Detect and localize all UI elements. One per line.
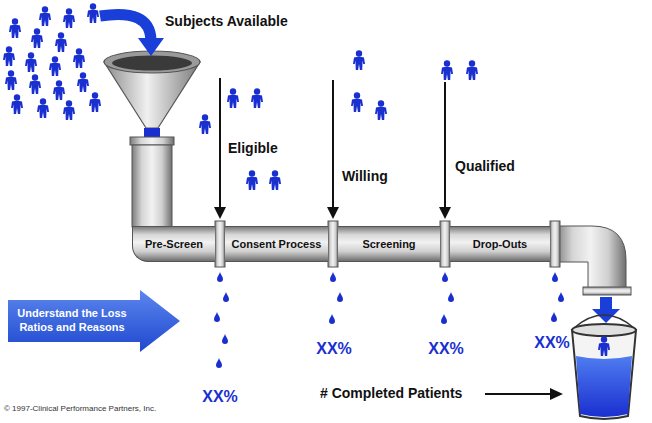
pipe-segment: Screening <box>338 226 440 262</box>
segment-label: Screening <box>362 238 415 250</box>
segment-label: Drop-Outs <box>473 238 527 250</box>
result-label: # Completed Patients <box>320 385 462 401</box>
pipe-segment: Consent Process <box>225 226 328 262</box>
loss-percent: XX% <box>428 340 464 358</box>
arrow-text: Understand the Loss Ratios and Reasons <box>8 307 136 335</box>
segment-label: Consent Process <box>232 238 322 250</box>
segment-label: Pre-Screen <box>145 238 203 250</box>
callout-arrow: Understand the Loss Ratios and Reasons <box>8 290 180 352</box>
stage-label: Qualified <box>455 158 515 174</box>
loss-percent: XX% <box>534 334 570 352</box>
stage-label: Willing <box>342 168 388 184</box>
pipe-segment: Drop-Outs <box>450 226 550 262</box>
copyright-note: © 1997-Clinical Performance Partners, In… <box>4 404 156 413</box>
heading-label: Subjects Available <box>165 13 288 29</box>
stage-label: Eligible <box>228 140 278 156</box>
loss-percent: XX% <box>202 388 238 406</box>
loss-percent: XX% <box>316 340 352 358</box>
pipe-segment: Pre-Screen <box>132 226 215 262</box>
